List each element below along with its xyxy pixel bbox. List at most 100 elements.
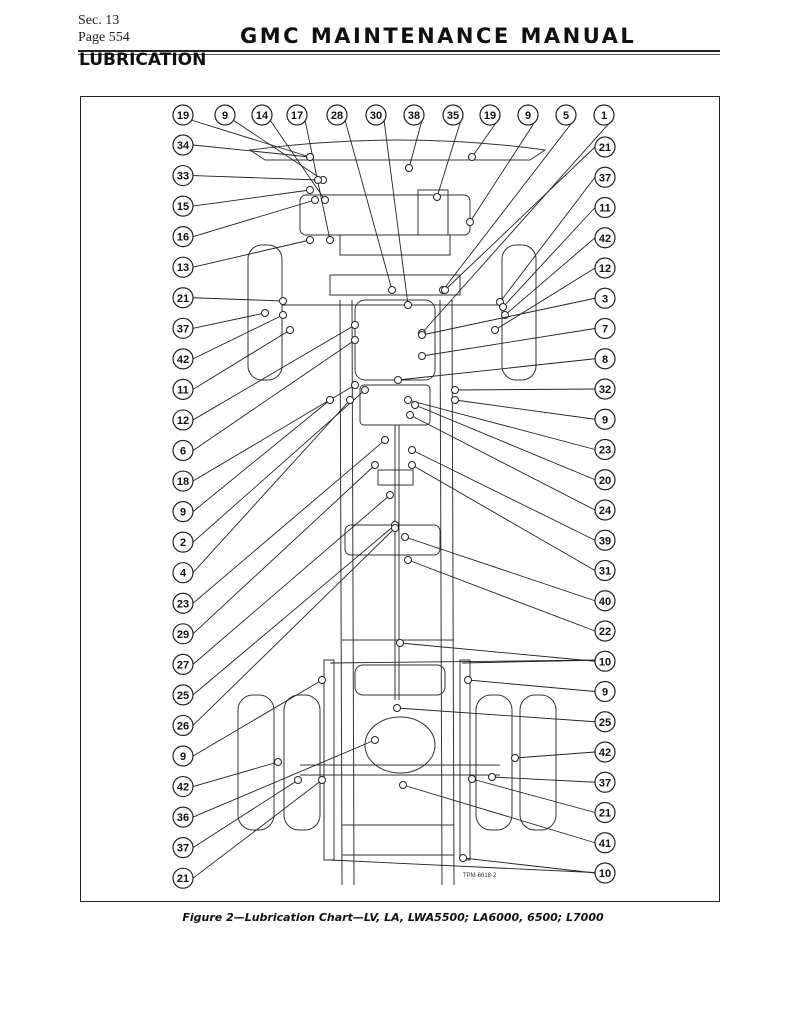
callout-circle — [172, 837, 194, 859]
callout-number: 12 — [599, 263, 611, 275]
callout-number: 37 — [599, 777, 611, 789]
lube-point-marker — [399, 781, 407, 789]
lube-point-marker — [314, 176, 322, 184]
callout-top: 38 — [403, 104, 425, 172]
lube-point-marker — [371, 461, 379, 469]
lube-point-marker — [318, 776, 326, 784]
callout-left: 16 — [172, 196, 319, 248]
leader-line — [192, 399, 351, 574]
leader-line — [192, 464, 376, 635]
lube-point-marker — [468, 153, 476, 161]
callout-top: 9 — [466, 104, 539, 226]
leader-line — [192, 324, 356, 421]
callout-circle — [594, 862, 616, 884]
lube-point-marker — [306, 236, 314, 244]
lube-point-marker — [488, 773, 496, 781]
callout-number: 9 — [180, 507, 186, 519]
callout-circle — [172, 867, 194, 889]
page-number: Page 554 — [78, 30, 130, 45]
callout-top: 17 — [286, 104, 334, 244]
callout-left: 29 — [172, 461, 379, 645]
callout-circle — [594, 408, 616, 430]
callout-circle — [594, 771, 616, 793]
leader-line — [411, 464, 596, 571]
lube-point-marker — [294, 776, 302, 784]
lube-point-marker — [451, 396, 459, 404]
leader-line — [192, 761, 279, 787]
callout-number: 27 — [177, 659, 189, 671]
callout-number: 21 — [599, 142, 611, 154]
section-number: Sec. 13 — [78, 13, 120, 28]
lube-point-marker — [361, 386, 369, 394]
callout-circle — [172, 164, 194, 187]
lube-point-marker — [274, 758, 282, 766]
callout-right: 32 — [451, 378, 616, 400]
callout-circle — [172, 592, 194, 614]
lube-point-marker — [405, 164, 413, 172]
leader-line — [402, 784, 596, 844]
leader-line — [414, 404, 596, 481]
callout-right: 41 — [399, 781, 616, 854]
callout-right: 23 — [404, 396, 616, 461]
leader-line — [192, 314, 284, 360]
callout-circle — [594, 317, 616, 340]
callout-circle — [555, 104, 577, 126]
callout-circle — [172, 714, 194, 737]
callout-left: 33 — [172, 164, 322, 187]
callout-number: 28 — [331, 110, 343, 122]
callout-right: 42 — [501, 227, 616, 319]
leader-line — [192, 297, 284, 302]
leader-line — [192, 189, 311, 207]
callout-circle — [172, 470, 194, 492]
lube-point-marker — [393, 704, 401, 712]
callout-left: 34 — [172, 134, 314, 161]
callout-number: 19 — [484, 110, 496, 122]
leader-line — [344, 119, 393, 291]
callout-circle — [172, 745, 194, 767]
callout-number: 10 — [599, 868, 611, 880]
callout-number: 9 — [525, 110, 531, 122]
callout-number: 24 — [599, 505, 612, 517]
header-rule — [78, 50, 720, 52]
callout-number: 37 — [177, 843, 189, 855]
callout-right: 20 — [411, 401, 616, 491]
callout-right: 40 — [401, 533, 616, 612]
callout-right: 39 — [408, 446, 616, 551]
leader-line — [192, 175, 319, 181]
callout-circle — [172, 806, 194, 828]
section-title: LUBRICATION — [79, 50, 207, 70]
leader-line — [269, 119, 326, 201]
callout-right: 22 — [404, 556, 616, 642]
callout-left: 4 — [172, 396, 354, 584]
lube-point-marker — [404, 556, 412, 564]
leader-line — [454, 399, 596, 420]
callout-circle — [172, 684, 194, 706]
callout-right: 7 — [418, 317, 616, 360]
callout-number: 29 — [177, 629, 189, 641]
callout-circle — [286, 104, 308, 126]
callout-number: 9 — [602, 687, 608, 699]
callout-number: 41 — [599, 838, 611, 850]
callout-number: 9 — [222, 110, 228, 122]
callout-left: 25 — [172, 521, 399, 706]
lube-point-marker — [466, 218, 474, 226]
lube-point-marker — [326, 236, 334, 244]
callout-left: 15 — [172, 186, 314, 217]
lube-point-marker — [411, 401, 419, 409]
callout-circle — [594, 378, 616, 400]
callout-circle — [594, 196, 616, 219]
callout-right: 24 — [406, 411, 616, 521]
section-page-info: Sec. 13 Page 554 — [78, 12, 130, 46]
lube-point-marker — [408, 446, 416, 454]
leader-line — [192, 439, 386, 604]
leader-line — [421, 119, 613, 334]
lube-point-marker — [351, 321, 359, 329]
leader-line — [192, 329, 291, 390]
callout-circle — [479, 104, 501, 126]
callout-circle — [594, 650, 616, 672]
leader-line — [499, 176, 596, 303]
callout-left: 23 — [172, 436, 389, 614]
leader-line — [192, 144, 311, 158]
callout-circle — [172, 348, 194, 370]
leader-line — [190, 119, 311, 158]
